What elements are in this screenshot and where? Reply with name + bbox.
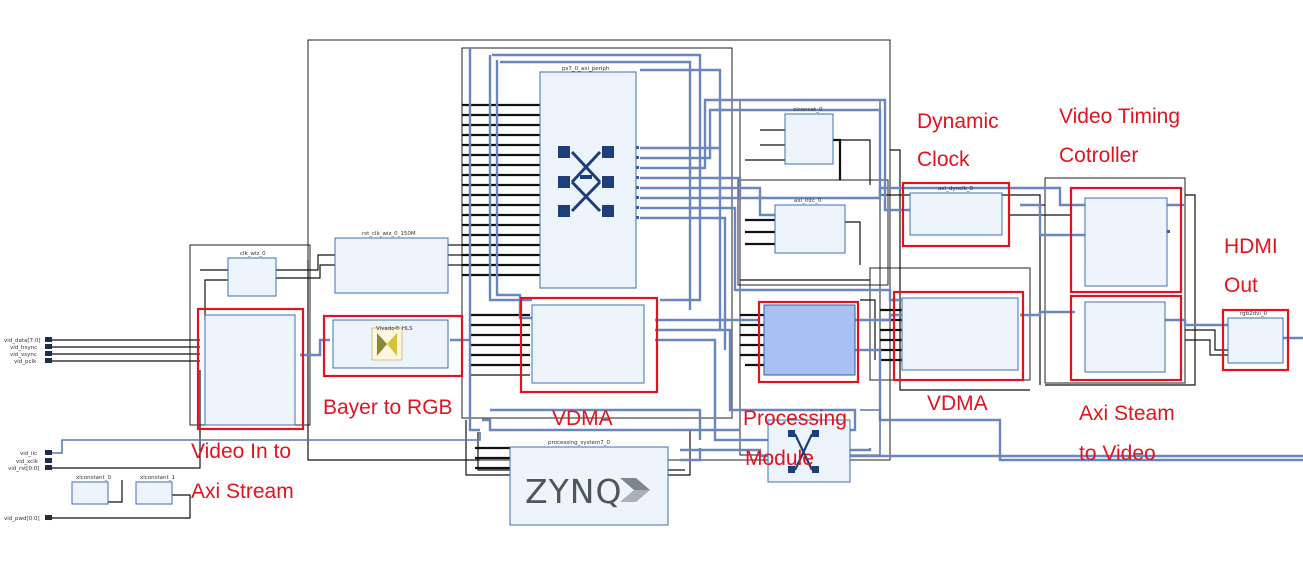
vdma-right-block[interactable] bbox=[901, 297, 1019, 371]
axi-intc-block[interactable]: axi_intc_0 bbox=[774, 198, 846, 254]
zynq-logo-icon bbox=[620, 478, 650, 502]
crossbar-icon bbox=[558, 146, 614, 217]
port-vid-pclk: vid_pclk bbox=[14, 359, 37, 365]
port-vid-vsync: vid_vsync bbox=[10, 352, 37, 358]
redbox-bayer bbox=[322, 314, 464, 378]
label-video-in-2: Axi Stream bbox=[191, 480, 294, 503]
axi-dynclk-block[interactable]: axi_dynclk_0 bbox=[909, 186, 1003, 236]
axi-intc-title: axi_intc_0 bbox=[794, 198, 822, 204]
port-vid-iic: vid_iic bbox=[20, 451, 37, 457]
redbox-dynamic-clock bbox=[901, 181, 1011, 248]
xlconcat-title: xlconcat_0 bbox=[793, 107, 823, 113]
port-vid-xclk: vid_xclk bbox=[16, 459, 39, 465]
ps7-axi-periph-block[interactable]: ps7_0_axi_periph bbox=[539, 66, 639, 289]
label-axi-1: Axi Steam bbox=[1079, 402, 1175, 425]
ps7-axi-periph-title: ps7_0_axi_periph bbox=[562, 66, 610, 72]
vdma-left-block[interactable] bbox=[531, 304, 645, 384]
label-video-in-1: Video In to bbox=[191, 440, 291, 463]
annotation-labels: Video In to Axi Stream Bayer to RGB VDMA… bbox=[191, 105, 1278, 503]
port-vid-pwd: vid_pwd[0:0] bbox=[4, 516, 40, 522]
xlconstant-1-title: xlconstant_1 bbox=[140, 475, 175, 481]
zynq-logo-text: ZYNQ bbox=[525, 472, 622, 511]
label-processing-2: Module bbox=[745, 447, 814, 470]
periph-fanout-left bbox=[448, 103, 540, 277]
redbox-axi-to-video bbox=[1069, 294, 1183, 382]
periph-pins-right bbox=[636, 146, 639, 219]
bayer-to-rgb-block[interactable]: Vivado® HLS bbox=[332, 319, 449, 369]
label-bayer: Bayer to RGB bbox=[323, 396, 453, 419]
external-ports: vid_data[7:0] vid_hsync vid_vsync vid_pc… bbox=[4, 337, 52, 522]
xlconstant-0-title: xlconstant_0 bbox=[76, 475, 111, 481]
video-in-to-axi-block[interactable] bbox=[204, 314, 296, 426]
annotation-boxes bbox=[196, 181, 1290, 431]
xlconcat-block[interactable]: xlconcat_0 bbox=[784, 107, 834, 165]
label-vtc-2: Cotroller bbox=[1059, 144, 1138, 167]
redbox-vdma-left bbox=[519, 296, 659, 394]
label-vdma-right: VDMA bbox=[927, 392, 988, 415]
label-dynamic-2: Clock bbox=[917, 148, 970, 171]
processing-module-block[interactable] bbox=[763, 304, 856, 376]
label-hdmi-1: HDMI bbox=[1224, 235, 1278, 258]
redbox-processing bbox=[757, 300, 860, 384]
redbox-hdmi bbox=[1221, 308, 1290, 372]
label-vdma-left: VDMA bbox=[552, 407, 613, 430]
label-vtc-1: Video Timing bbox=[1059, 105, 1180, 128]
processing-system-title: processing_system7_0 bbox=[548, 440, 611, 446]
label-axi-2: to Video bbox=[1079, 442, 1156, 465]
processing-system-block[interactable]: processing_system7_0 ZYNQ bbox=[509, 440, 669, 526]
clk-wiz-title: clk_wiz_0 bbox=[240, 251, 266, 257]
axi-stream-to-video-block[interactable] bbox=[1084, 301, 1166, 373]
rgb2dvi-title: rgb2dvi_0 bbox=[1240, 311, 1268, 317]
rgb2dvi-block[interactable]: rgb2dvi_0 bbox=[1227, 311, 1284, 364]
vtc-block[interactable] bbox=[1084, 197, 1170, 287]
port-vid-hsync: vid_hsync bbox=[10, 345, 37, 351]
redbox-vtc bbox=[1069, 186, 1183, 294]
xlconstant-0-block[interactable]: xlconstant_0 bbox=[71, 475, 111, 505]
lower-interconnect-block[interactable] bbox=[767, 419, 851, 483]
redbox-video-in bbox=[196, 307, 305, 431]
label-hdmi-2: Out bbox=[1224, 274, 1258, 297]
redbox-vdma-right bbox=[892, 290, 1025, 382]
hls-logo-text: Vivado® HLS bbox=[376, 325, 413, 332]
axi-dynclk-title: axi_dynclk_0 bbox=[938, 186, 974, 192]
bus-layer bbox=[52, 48, 1303, 462]
lower-crossbar-icon bbox=[788, 430, 819, 473]
rst-clk-wiz-title: rst_clk_wiz_0_150M bbox=[362, 231, 416, 237]
port-vid-rst: vid_rst[0:0] bbox=[8, 466, 39, 472]
label-processing-1: Processing bbox=[743, 407, 847, 430]
rst-clk-wiz-block[interactable]: rst_clk_wiz_0_150M bbox=[334, 231, 449, 294]
xlconstant-1-block[interactable]: xlconstant_1 bbox=[135, 475, 175, 505]
hls-logo-icon bbox=[371, 327, 403, 361]
label-dynamic-1: Dynamic bbox=[917, 110, 999, 133]
port-vid-data: vid_data[7:0] bbox=[4, 338, 41, 344]
clk-wiz-block[interactable]: clk_wiz_0 bbox=[227, 251, 277, 297]
